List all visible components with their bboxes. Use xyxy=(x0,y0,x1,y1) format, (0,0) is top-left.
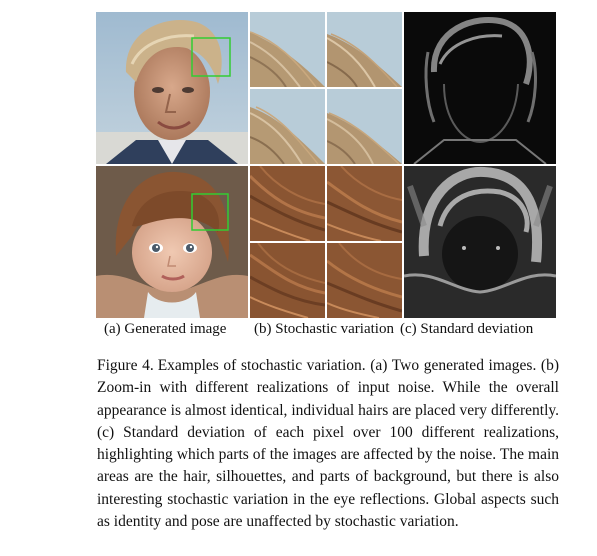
caption-label: Figure 4. xyxy=(97,357,154,374)
zoom-box xyxy=(191,37,231,77)
caption-text: Examples of stochastic variation. (a) Tw… xyxy=(97,357,559,531)
figure-caption: Figure 4.Examples of stochastic variatio… xyxy=(97,355,559,533)
subcaption-stochastic-variation: (b) Stochastic variation xyxy=(254,321,394,337)
zoom-child-4 xyxy=(327,243,402,318)
generated-image-child xyxy=(96,166,248,318)
generated-image-man xyxy=(96,12,248,164)
zoom-child-2 xyxy=(327,166,402,241)
stddev-map-child xyxy=(404,166,556,318)
zoom-box xyxy=(191,193,229,231)
zoom-child-1 xyxy=(250,166,325,241)
subcaption-generated-image: (a) Generated image xyxy=(104,321,227,337)
zoom-man-1 xyxy=(250,12,325,87)
zoom-man-2 xyxy=(327,12,402,87)
stddev-map-man xyxy=(404,12,556,164)
zoom-man-3 xyxy=(250,89,325,164)
subcaption-standard-deviation: (c) Standard deviation xyxy=(400,321,534,337)
zoom-man-4 xyxy=(327,89,402,164)
zoom-child-3 xyxy=(250,243,325,318)
